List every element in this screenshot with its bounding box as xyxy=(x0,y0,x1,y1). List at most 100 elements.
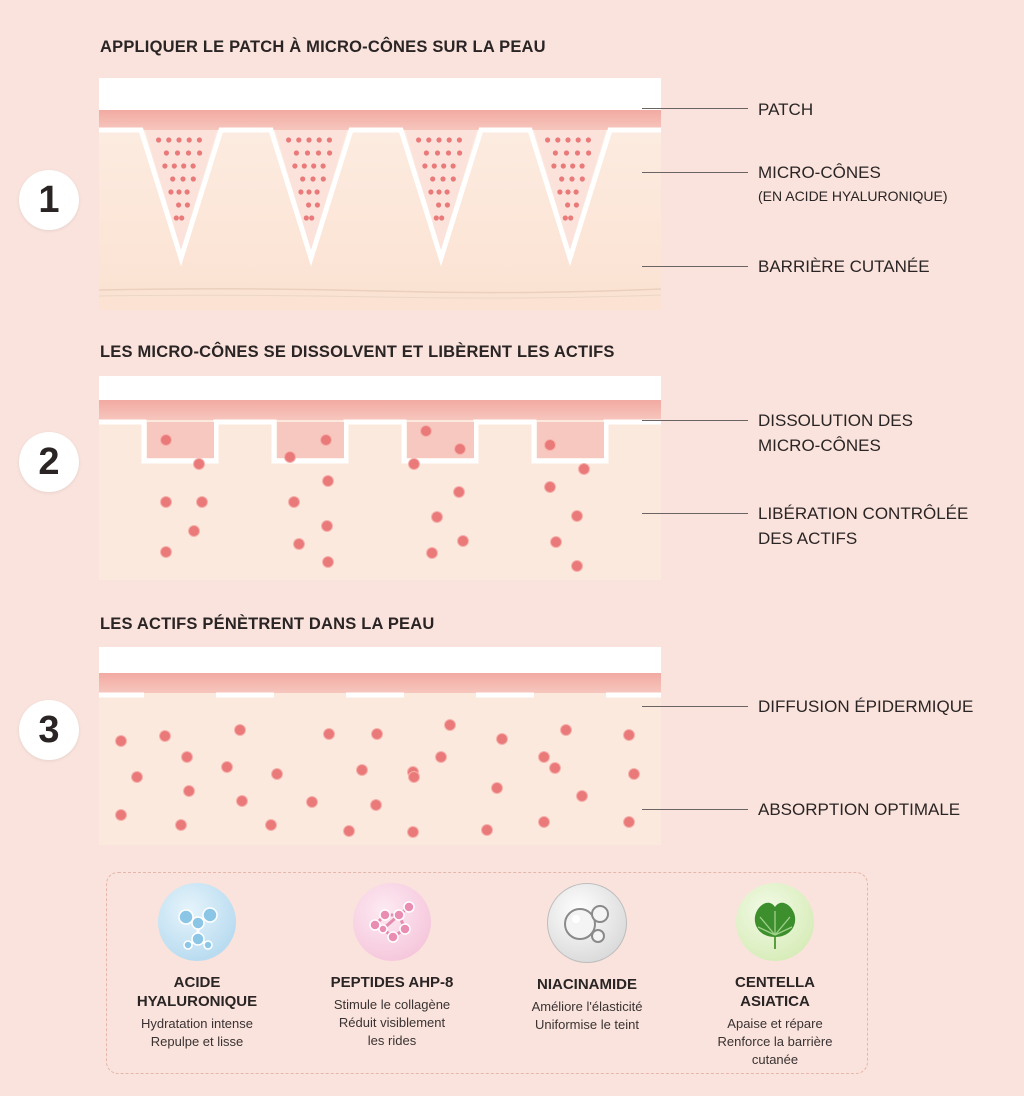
ingredient-dot xyxy=(179,215,185,221)
ingredient-dot xyxy=(436,189,442,195)
patch-band xyxy=(99,110,661,130)
ingredient-dot xyxy=(183,785,195,797)
ingredient-dot xyxy=(181,751,193,763)
ingredient-dot xyxy=(576,790,588,802)
ingredient-dot xyxy=(314,189,320,195)
ingredient-dot xyxy=(168,189,174,195)
ingredient-dot xyxy=(457,535,469,547)
ingredient-dot xyxy=(457,150,463,156)
ingredient-dot xyxy=(426,547,438,559)
label-absorption: ABSORPTION OPTIMALE xyxy=(758,800,961,819)
ingredient-dot xyxy=(565,189,571,195)
ingredient-dot xyxy=(586,150,592,156)
ingredient-dot xyxy=(288,496,300,508)
ingredient-dot xyxy=(551,163,557,169)
ingredient-dot xyxy=(445,150,452,156)
ingredient-dot xyxy=(301,163,307,169)
ingredient-dot xyxy=(176,189,182,195)
ingredient-dot xyxy=(436,202,442,208)
ingredient-dot xyxy=(181,163,187,169)
ingredient-dot xyxy=(446,137,452,143)
ingredient-dot xyxy=(184,202,190,208)
ingredient-dot xyxy=(197,150,203,156)
ingredient-dot xyxy=(309,215,315,221)
ingredient-dot xyxy=(481,824,493,836)
ingredient-dot xyxy=(453,486,465,498)
active-ingredient-particles xyxy=(160,425,590,572)
ingredient-dot xyxy=(163,150,169,156)
ingredient-dot xyxy=(569,176,575,182)
ingredient-dot xyxy=(568,215,574,221)
ingredient-dot xyxy=(156,137,162,143)
ingredient-dot xyxy=(538,751,550,763)
ingredient-dot xyxy=(306,189,312,195)
callout-line-micro-cones xyxy=(642,172,748,173)
ingredient-dot xyxy=(175,819,187,831)
ingredient-dot xyxy=(306,796,318,808)
ingredient-dot xyxy=(326,137,332,143)
micro-cones xyxy=(145,130,606,250)
step-3-number: 3 xyxy=(19,700,79,760)
ingredient-dot xyxy=(292,163,298,169)
patch-backing xyxy=(99,376,661,401)
ingredient-dot xyxy=(322,556,334,568)
centella-leaf-icon xyxy=(736,883,814,961)
ingredient-dot xyxy=(549,762,561,774)
ingredient-dot xyxy=(184,189,190,195)
ingredient-dot xyxy=(315,150,322,156)
hyaluronic-acid-molecule-icon xyxy=(158,883,236,961)
ingredient-dot xyxy=(300,176,306,182)
ingredient-dot xyxy=(560,724,572,736)
ingredient-dot xyxy=(544,439,556,451)
patch-backing xyxy=(99,647,661,674)
patch-backing xyxy=(99,78,661,111)
ingredient-dot xyxy=(439,215,445,221)
ingredient-dot xyxy=(450,176,456,182)
ingredient-dot xyxy=(623,816,635,828)
ingredient-dot xyxy=(314,202,320,208)
ingredient-dot xyxy=(160,496,172,508)
ingredient-dot xyxy=(430,176,436,182)
ingredient-dot xyxy=(428,189,434,195)
step-2-skin-diagram xyxy=(99,376,661,580)
callout-line-skin-barrier xyxy=(642,266,748,267)
ingredient-dot xyxy=(196,496,208,508)
ingredient-dot xyxy=(545,137,551,143)
step-2-panel xyxy=(99,376,661,580)
label-patch: PATCH xyxy=(758,100,814,119)
step-1-number: 1 xyxy=(19,170,79,230)
ingredient-dot xyxy=(573,202,579,208)
ingredient-dot xyxy=(450,163,456,169)
ingredient-dot xyxy=(190,163,196,169)
ingredient-dot xyxy=(408,771,420,783)
ingredient-dot xyxy=(422,163,428,169)
ingredient-dot xyxy=(310,176,316,182)
ingredient-dot xyxy=(571,510,583,522)
ingredient-dot xyxy=(370,799,382,811)
ingredient-dot xyxy=(496,733,508,745)
ingredient-dot xyxy=(574,150,581,156)
ingredient-dot xyxy=(420,425,432,437)
ingredient-dot xyxy=(426,137,432,143)
ingredient-dot xyxy=(563,150,570,156)
ingredient-dot xyxy=(559,176,565,182)
ingredient-dot xyxy=(356,764,368,776)
ingredient-dot xyxy=(562,215,568,221)
ingredient-dot xyxy=(327,150,333,156)
ingredient-dot xyxy=(311,163,317,169)
ingredient-dot xyxy=(585,137,591,143)
ingredient-dot xyxy=(565,137,571,143)
ingredient-dot xyxy=(162,163,168,169)
callout-line-patch xyxy=(642,108,748,109)
ingredient-dot xyxy=(538,816,550,828)
ingredient-dot xyxy=(159,730,171,742)
ingredient-dot xyxy=(185,150,192,156)
ingredient-dot xyxy=(180,176,186,182)
patch-band xyxy=(99,673,661,693)
callout-line-release xyxy=(642,513,748,514)
label-skin-barrier: BARRIÈRE CUTANÉE xyxy=(758,257,930,276)
